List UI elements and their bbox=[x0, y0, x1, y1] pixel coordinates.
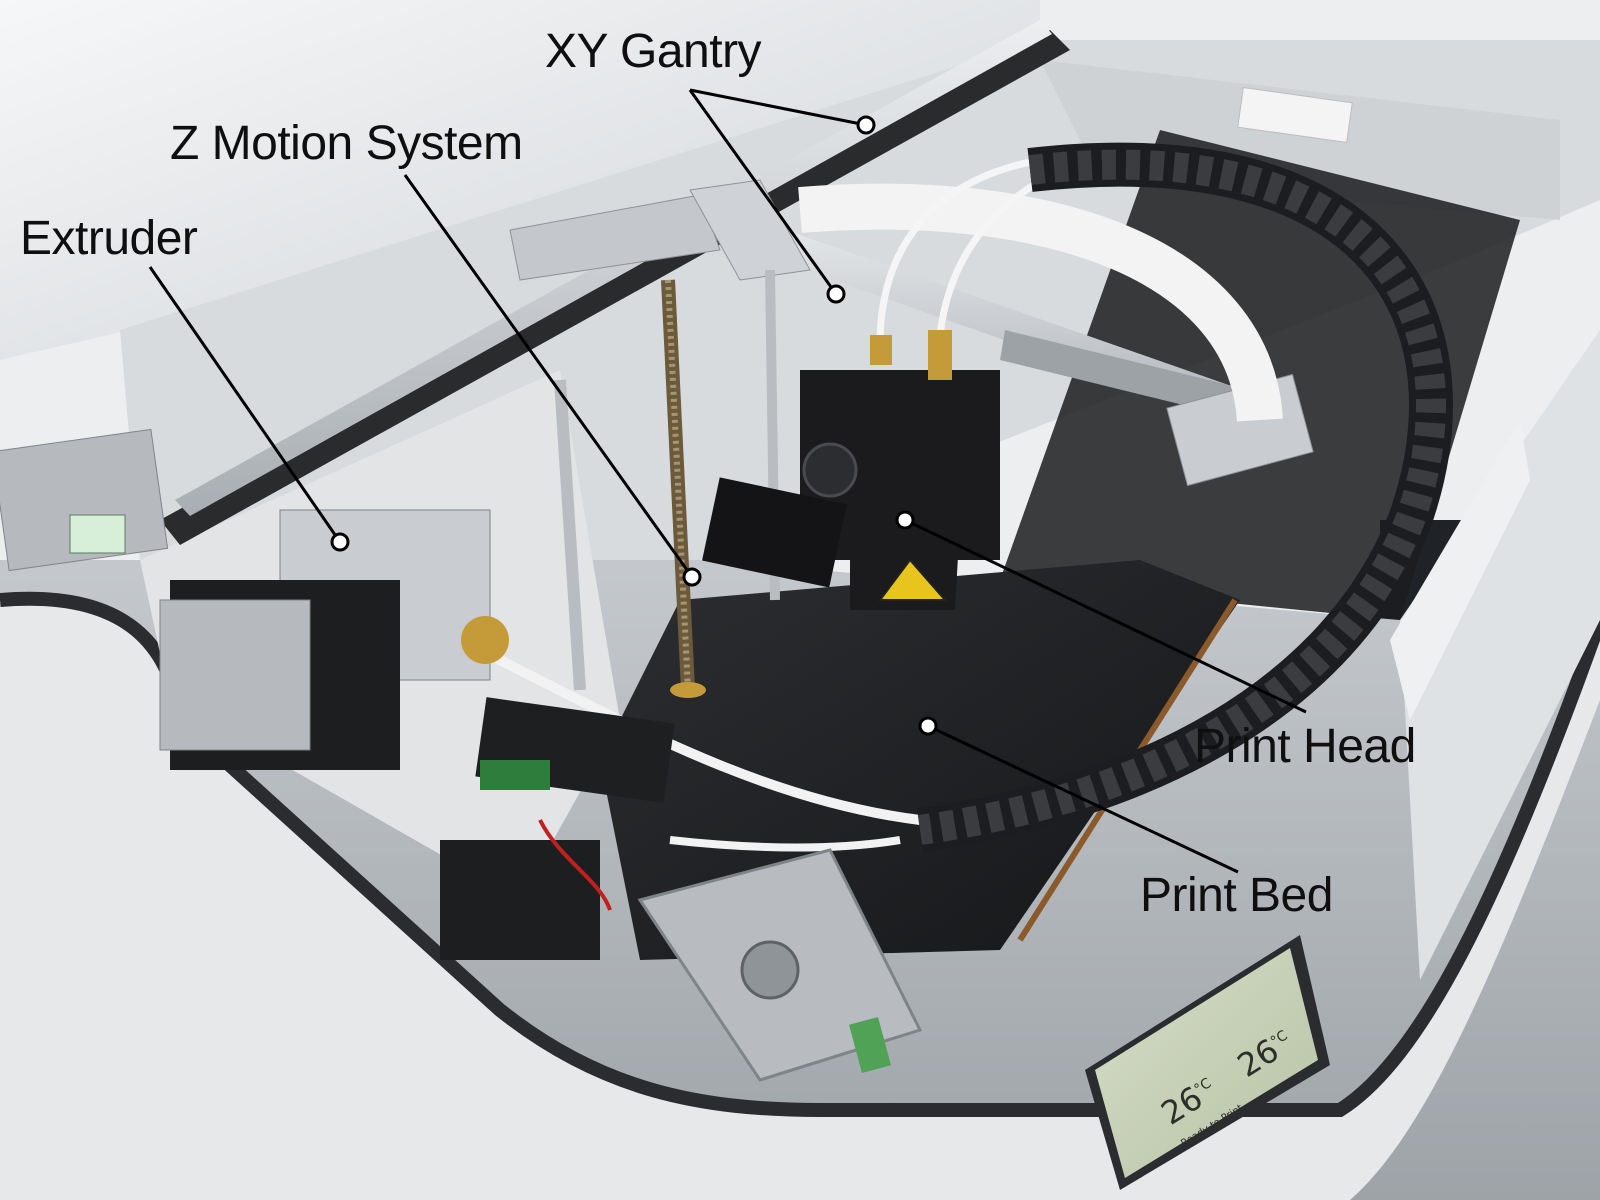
rear-linear-rail bbox=[175, 20, 1052, 516]
leader-z-motion bbox=[403, 174, 694, 578]
leader-print-bed bbox=[927, 724, 1239, 874]
callout-z-motion-system: Z Motion System bbox=[170, 117, 523, 170]
z-lead-screw-nut bbox=[670, 682, 706, 698]
filament-tube-1 bbox=[876, 156, 1041, 346]
dot-xy-rail-rear bbox=[856, 115, 876, 135]
lower-stepper-body bbox=[440, 840, 600, 960]
motor-red-wire bbox=[538, 819, 612, 911]
dot-extruder bbox=[330, 532, 350, 552]
cable-chain-links bbox=[917, 149, 1446, 845]
front-motor-shaft bbox=[740, 940, 800, 1000]
front-motor-connector bbox=[849, 1016, 891, 1074]
callout-xy-gantry: XY Gantry bbox=[545, 25, 762, 78]
callout-extruder: Extruder bbox=[20, 212, 198, 265]
hot-surface-warning-label bbox=[878, 558, 948, 601]
leader-xy-gantry-1 bbox=[689, 88, 867, 127]
extruder-brass-fitting bbox=[461, 616, 509, 664]
dot-z-lead-screw bbox=[682, 567, 702, 587]
warning-sticker bbox=[1237, 86, 1353, 144]
bowden-tube-lower bbox=[669, 836, 901, 852]
fan-hub bbox=[802, 442, 858, 498]
ribbon-cable bbox=[798, 183, 1283, 423]
print-head-fan bbox=[702, 477, 847, 588]
leader-extruder bbox=[148, 266, 342, 543]
bowden-tube-main bbox=[477, 645, 921, 825]
open-lid bbox=[0, 0, 1040, 360]
callout-print-bed: Print Bed bbox=[1140, 869, 1333, 922]
gantry-bracket-center bbox=[689, 179, 811, 281]
right-inner-wall bbox=[1390, 420, 1530, 720]
leader-dots bbox=[330, 115, 938, 736]
print-bed bbox=[600, 560, 1240, 960]
lcd-screen bbox=[1095, 948, 1318, 1178]
leader-lines bbox=[148, 88, 1307, 874]
gantry-bracket-left bbox=[509, 194, 721, 281]
dot-print-head bbox=[895, 510, 915, 530]
rear-motor-connector bbox=[69, 514, 126, 554]
rim-shadow-edge bbox=[0, 591, 1600, 1117]
brass-coupling-1 bbox=[870, 335, 892, 365]
z-guide-rod-left bbox=[554, 379, 586, 691]
dot-xy-rail-cross bbox=[826, 284, 846, 304]
dot-print-bed bbox=[918, 716, 938, 736]
extruder-motor-plate bbox=[159, 599, 311, 751]
lcd-right-unit: °C bbox=[1268, 1027, 1291, 1050]
callout-print-head: Print Head bbox=[1194, 720, 1416, 773]
brass-coupling-2 bbox=[928, 330, 952, 380]
front-rim bbox=[0, 598, 1600, 1200]
feeder-green-board bbox=[480, 760, 550, 790]
leader-print-head bbox=[904, 518, 1307, 714]
right-side-shell bbox=[1400, 330, 1600, 980]
rear-belt-rail bbox=[160, 30, 1070, 545]
z-lead-screw-thread bbox=[665, 279, 691, 691]
lcd-left-unit: °C bbox=[1192, 1075, 1215, 1098]
leader-xy-gantry-2 bbox=[688, 89, 838, 295]
